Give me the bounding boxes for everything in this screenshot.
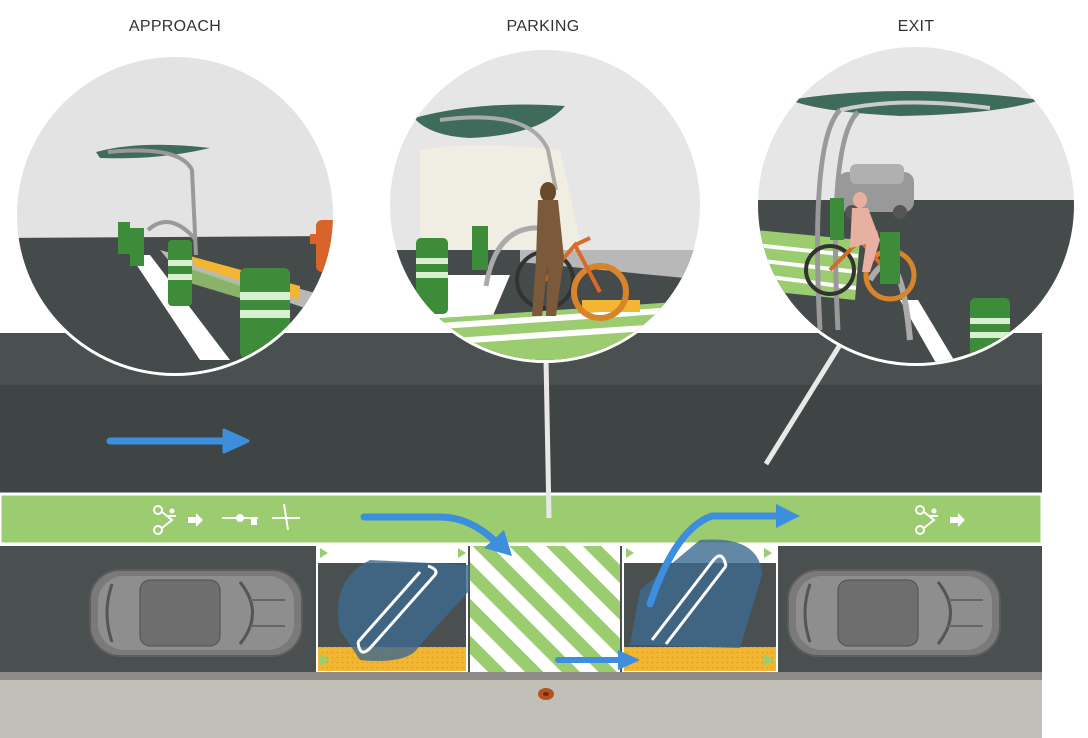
bike-lane bbox=[0, 492, 1044, 546]
label-parking: PARKING bbox=[506, 18, 580, 35]
person-icon bbox=[850, 192, 880, 272]
car-icon bbox=[838, 164, 914, 219]
curb bbox=[0, 672, 1042, 680]
approach-view bbox=[14, 54, 336, 376]
sidewalk bbox=[0, 680, 1042, 738]
manhole-icon bbox=[538, 688, 554, 700]
traffic-direction-arrow bbox=[106, 428, 250, 454]
parking-view bbox=[387, 47, 703, 363]
flow-arrow-icon bbox=[360, 513, 512, 556]
label-approach: APPROACH bbox=[128, 18, 222, 35]
flow-arrow-icon bbox=[555, 650, 640, 670]
label-exit: EXIT bbox=[897, 18, 935, 35]
exit-view bbox=[755, 44, 1077, 366]
flow-arrow-icon bbox=[646, 504, 800, 608]
rack-bay-right bbox=[622, 539, 778, 672]
parked-car-right bbox=[786, 568, 1002, 658]
callout-line-parking bbox=[543, 357, 552, 519]
parked-car-left bbox=[88, 568, 304, 658]
bollard-icon bbox=[416, 226, 488, 314]
person-icon bbox=[532, 182, 564, 316]
rack-bay-left bbox=[316, 546, 470, 672]
bicyclist-icon bbox=[222, 503, 300, 531]
hatched-crossing bbox=[470, 546, 620, 672]
callout-line-exit bbox=[763, 338, 846, 466]
